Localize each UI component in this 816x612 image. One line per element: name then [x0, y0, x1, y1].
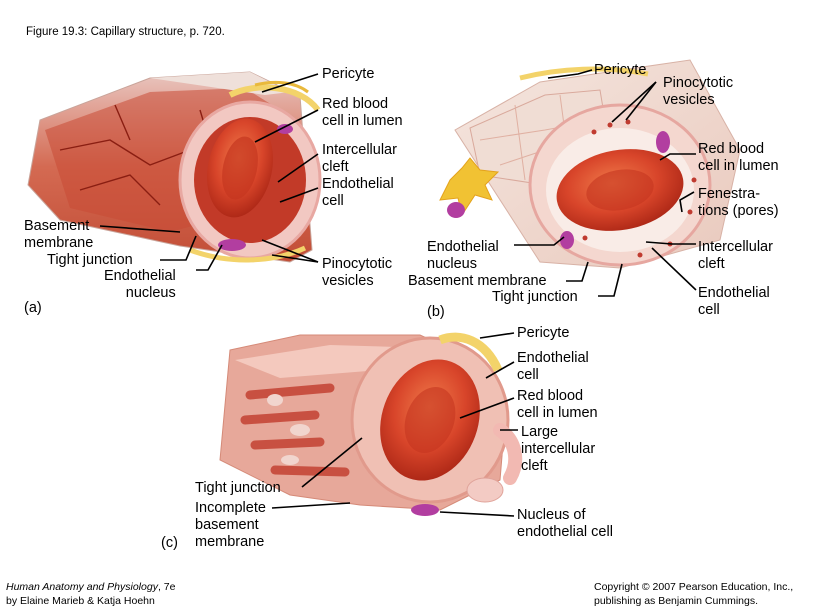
- label-b-endothelial-cell: Endothelial cell: [698, 285, 770, 318]
- label-a-intercellular-cleft: Intercellular cleft: [322, 142, 397, 175]
- label-b-tight-junction: Tight junction: [492, 289, 578, 305]
- label-b-pericyte: Pericyte: [594, 62, 647, 78]
- footer-edition: , 7e: [157, 581, 176, 593]
- label-a-basement-membrane: Basement membrane: [24, 218, 94, 251]
- label-b-intercellular-cleft: Intercellular cleft: [698, 239, 773, 272]
- panel-a-leaders: [99, 73, 319, 271]
- label-a-endothelial-cell: Endothelial cell: [322, 176, 394, 209]
- label-b-red-blood-cell: Red blood cell in lumen: [698, 141, 779, 174]
- footer-book: Human Anatomy and Physiology, 7e: [6, 580, 175, 594]
- panel-c-illustration: [219, 332, 523, 516]
- label-b-pinocytotic-vesicles: Pinocytotic vesicles: [663, 75, 734, 108]
- panel-c-leaders: [271, 332, 518, 517]
- panel-b-leaders: [514, 69, 697, 297]
- panel-a-tag: (a): [24, 300, 42, 316]
- figure-caption: Figure 19.3: Capillary structure, p. 720…: [26, 26, 225, 38]
- label-a-red-blood-cell: Red blood cell in lumen: [322, 96, 403, 129]
- panel-b-illustration: [439, 59, 741, 269]
- footer-copyright: Copyright © 2007 Pearson Education, Inc.…: [594, 581, 794, 607]
- label-b-endothelial-nucleus: Endothelial nucleus: [427, 239, 499, 272]
- label-c-nucleus: Nucleus of endothelial cell: [517, 507, 613, 540]
- label-a-tight-junction: Tight junction: [47, 252, 133, 268]
- label-c-incomplete-basement-membrane: Incomplete basement membrane: [195, 500, 266, 550]
- label-c-large-intercellular-cleft: Large intercellular cleft: [521, 424, 596, 474]
- label-b-basement-membrane: Basement membrane: [408, 273, 547, 289]
- label-c-pericyte: Pericyte: [517, 325, 570, 341]
- label-a-pinocytotic-vesicles: Pinocytotic vesicles: [322, 256, 393, 289]
- panel-c-tag: (c): [161, 535, 178, 551]
- label-a-endothelial-nucleus: Endothelial nucleus: [104, 268, 176, 301]
- label-c-red-blood-cell: Red blood cell in lumen: [517, 388, 598, 421]
- label-c-endothelial-cell: Endothelial cell: [517, 350, 589, 383]
- footer-authors: by Elaine Marieb & Katja Hoehn: [6, 595, 155, 607]
- label-c-tight-junction: Tight junction: [195, 480, 281, 496]
- panel-b-tag: (b): [427, 304, 445, 320]
- footer-book-title: Human Anatomy and Physiology: [6, 581, 158, 593]
- label-a-pericyte: Pericyte: [322, 66, 375, 82]
- label-b-fenestrations: Fenestra- tions (pores): [698, 186, 779, 219]
- panel-a-illustration: [27, 71, 322, 263]
